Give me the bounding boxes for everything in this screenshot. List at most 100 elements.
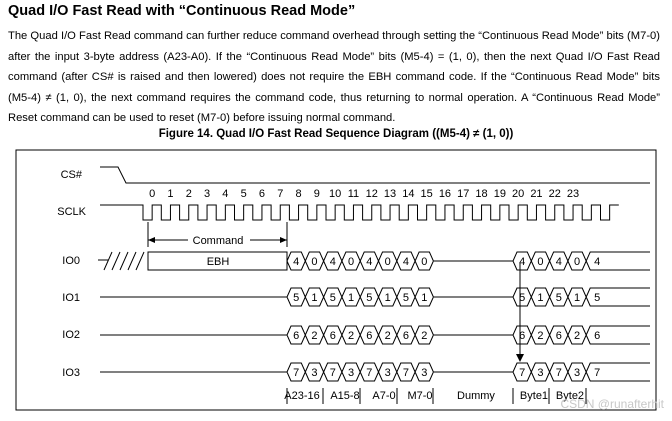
bus-value: 5 bbox=[556, 292, 562, 304]
bus-value: 0 bbox=[421, 256, 427, 268]
clock-number: 22 bbox=[549, 188, 561, 200]
bus-value: 6 bbox=[519, 330, 525, 342]
description-paragraph: The Quad I/O Fast Read command can furth… bbox=[8, 30, 660, 125]
bus-value: 5 bbox=[594, 292, 600, 304]
clock-number: 16 bbox=[439, 188, 451, 200]
clock-number: 8 bbox=[295, 188, 301, 200]
bus-value: 7 bbox=[293, 367, 299, 379]
clock-number: 21 bbox=[530, 188, 542, 200]
bus-segment-address bbox=[286, 287, 434, 307]
bus-value: 0 bbox=[311, 256, 317, 268]
clock-number: 12 bbox=[366, 188, 378, 200]
signal-label-sclk: SCLK bbox=[57, 206, 86, 218]
bus-value: 4 bbox=[330, 256, 336, 268]
bus-value: 5 bbox=[519, 292, 525, 304]
bus-value: 4 bbox=[293, 256, 299, 268]
clock-number: 5 bbox=[241, 188, 247, 200]
command-label: Command bbox=[193, 235, 244, 247]
bus-value: 0 bbox=[385, 256, 391, 268]
bus-value: 5 bbox=[293, 292, 299, 304]
bus-value: 2 bbox=[311, 330, 317, 342]
section-title: Quad I/O Fast Read with “Continuous Read… bbox=[8, 3, 356, 19]
io0-dont-care-hatch bbox=[98, 251, 145, 271]
bus-value: 7 bbox=[366, 367, 372, 379]
signal-label-io0: IO0 bbox=[62, 255, 80, 267]
phase-label-byte2: Byte2 bbox=[556, 390, 584, 402]
bus-value: 6 bbox=[330, 330, 336, 342]
bus-segment-address bbox=[286, 251, 434, 271]
bus-value: 1 bbox=[348, 292, 354, 304]
phase-label-a23-16: A23-16 bbox=[284, 390, 319, 402]
clock-number: 11 bbox=[348, 188, 359, 200]
bus-value: 1 bbox=[421, 292, 427, 304]
bus-value: 2 bbox=[385, 330, 391, 342]
clock-number: 0 bbox=[149, 188, 155, 200]
clock-number: 1 bbox=[167, 188, 173, 200]
bus-value: 1 bbox=[311, 292, 317, 304]
bus-value: 7 bbox=[403, 367, 409, 379]
clock-number: 2 bbox=[186, 188, 192, 200]
bus-value: 7 bbox=[330, 367, 336, 379]
phase-label-a15-8: A15-8 bbox=[330, 390, 359, 402]
diagram-frame bbox=[15, 149, 657, 411]
clock-number: 19 bbox=[494, 188, 506, 200]
bus-value: 6 bbox=[594, 330, 600, 342]
bus-value: 3 bbox=[574, 367, 580, 379]
bus-value: 6 bbox=[293, 330, 299, 342]
data-out-arrow bbox=[516, 354, 524, 362]
bus-value: 4 bbox=[366, 256, 372, 268]
bus-value: 1 bbox=[385, 292, 391, 304]
bus-value: 4 bbox=[519, 256, 525, 268]
cs-waveform bbox=[100, 166, 650, 184]
signal-label-io3: IO3 bbox=[62, 367, 80, 379]
bus-value: 5 bbox=[366, 292, 372, 304]
bus-segment-data bbox=[512, 362, 650, 382]
bus-value: 6 bbox=[556, 330, 562, 342]
bus-value: 6 bbox=[403, 330, 409, 342]
bus-value: 3 bbox=[421, 367, 427, 379]
ebh-command-code: EBH bbox=[207, 256, 230, 268]
bus-value: 0 bbox=[537, 256, 543, 268]
bus-value: 2 bbox=[574, 330, 580, 342]
bus-value: 6 bbox=[366, 330, 372, 342]
bus-segment-data bbox=[512, 325, 650, 345]
bus-value: 2 bbox=[348, 330, 354, 342]
figure-caption: Figure 14. Quad I/O Fast Read Sequence D… bbox=[158, 128, 514, 140]
bus-segment-address bbox=[286, 362, 434, 382]
clock-number: 23 bbox=[567, 188, 579, 200]
clock-number: 18 bbox=[475, 188, 487, 200]
phase-label-dummy: Dummy bbox=[457, 390, 495, 402]
bus-segment-address bbox=[286, 325, 434, 345]
command-span-arrow bbox=[147, 222, 288, 247]
bus-value: 4 bbox=[403, 256, 409, 268]
clock-number: 13 bbox=[384, 188, 396, 200]
phase-label-a7-0: A7-0 bbox=[372, 390, 395, 402]
phase-separator-lines bbox=[286, 388, 587, 404]
bus-value: 4 bbox=[594, 256, 600, 268]
bus-value: 7 bbox=[594, 367, 600, 379]
sclk-waveform bbox=[100, 204, 619, 221]
bus-value: 4 bbox=[556, 256, 562, 268]
clock-number: 20 bbox=[512, 188, 524, 200]
clock-number: 9 bbox=[314, 188, 320, 200]
bus-value: 3 bbox=[537, 367, 543, 379]
signal-label-cs: CS# bbox=[61, 169, 83, 181]
clock-number: 6 bbox=[259, 188, 265, 200]
bus-value: 0 bbox=[348, 256, 354, 268]
bus-value: 3 bbox=[311, 367, 317, 379]
bus-value: 2 bbox=[421, 330, 427, 342]
clock-number: 15 bbox=[421, 188, 433, 200]
bus-value: 1 bbox=[537, 292, 543, 304]
bus-value: 5 bbox=[330, 292, 336, 304]
clock-number: 14 bbox=[402, 188, 414, 200]
bus-value: 3 bbox=[348, 367, 354, 379]
bus-value: 7 bbox=[556, 367, 562, 379]
bus-value: 7 bbox=[519, 367, 525, 379]
bus-value: 1 bbox=[574, 292, 580, 304]
bus-value: 2 bbox=[537, 330, 543, 342]
bus-segment-data bbox=[512, 287, 650, 307]
signal-label-io1: IO1 bbox=[62, 292, 80, 304]
